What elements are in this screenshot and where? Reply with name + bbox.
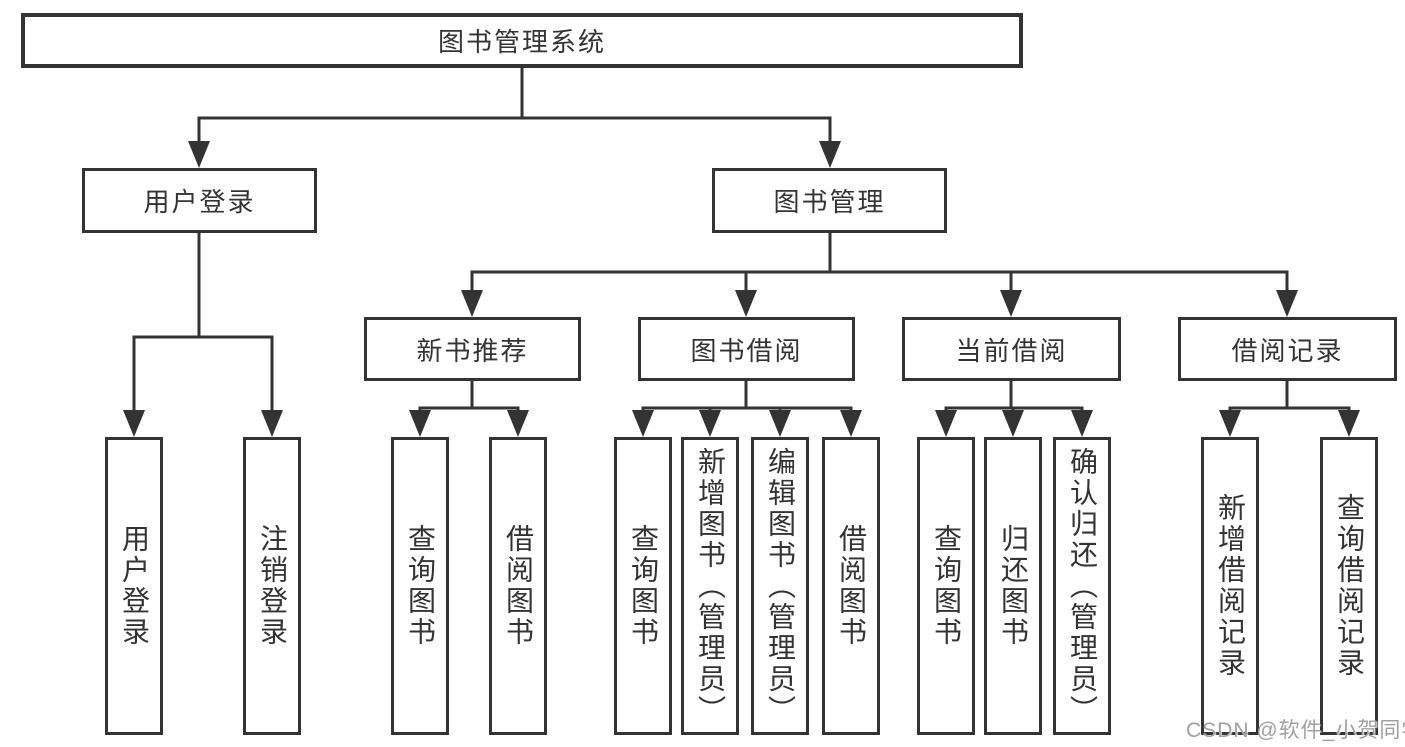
node-label: 归还图书 (998, 524, 1029, 648)
node-label: 借阅图书 (503, 524, 534, 648)
node-return-books: 归还图书 (984, 437, 1042, 735)
node-query-borrow-record: 查询借阅记录 (1320, 437, 1378, 735)
node-label: 查询借阅记录 (1334, 493, 1365, 679)
arrowheads (123, 141, 1360, 437)
node-borrow-books-borrowing: 借阅图书 (822, 437, 880, 735)
node-label: 查询图书 (628, 524, 659, 648)
node-query-books-borrowing: 查询图书 (614, 437, 672, 735)
node-label: 图书管理系统 (437, 27, 606, 57)
node-query-books-current: 查询图书 (917, 437, 975, 735)
node-user-login-leaf: 用户登录 (105, 437, 163, 735)
node-borrowing-records: 借阅记录 (1178, 317, 1397, 381)
watermark-text: CSDN @软件_小贺同学 (1186, 719, 1405, 742)
node-label: 确认归还（管理员） (1067, 446, 1098, 726)
node-label: 当前借阅 (955, 335, 1068, 366)
node-label: 查询图书 (405, 524, 436, 648)
node-label: 新增借阅记录 (1215, 493, 1246, 679)
node-library-management-system: 图书管理系统 (21, 13, 1023, 68)
node-label: 查询图书 (931, 524, 962, 648)
node-label: 用户登录 (143, 187, 256, 217)
node-add-borrow-record: 新增借阅记录 (1201, 437, 1259, 735)
node-label: 编辑图书（管理员） (765, 446, 796, 726)
node-label: 图书借阅 (690, 335, 803, 366)
node-book-management: 图书管理 (712, 168, 947, 233)
node-borrow-books-recommend: 借阅图书 (489, 437, 547, 735)
node-label: 注销登录 (257, 524, 288, 648)
node-current-borrowing: 当前借阅 (902, 317, 1121, 381)
node-label: 新书推荐 (416, 335, 529, 366)
node-logout: 注销登录 (243, 437, 301, 735)
node-label: 用户登录 (119, 524, 150, 648)
node-confirm-return-admin: 确认归还（管理员） (1053, 437, 1111, 735)
node-query-books-recommend: 查询图书 (391, 437, 449, 735)
node-book-borrowing: 图书借阅 (638, 317, 855, 381)
node-new-book-recommendation: 新书推荐 (364, 317, 581, 381)
node-label: 图书管理 (773, 187, 886, 217)
node-label: 新增图书（管理员） (695, 446, 726, 726)
node-add-books-admin: 新增图书（管理员） (681, 437, 739, 735)
node-label: 借阅记录 (1231, 335, 1344, 366)
node-label: 借阅图书 (836, 524, 867, 648)
node-user-login: 用户登录 (82, 168, 317, 233)
node-edit-books-admin: 编辑图书（管理员） (751, 437, 809, 735)
